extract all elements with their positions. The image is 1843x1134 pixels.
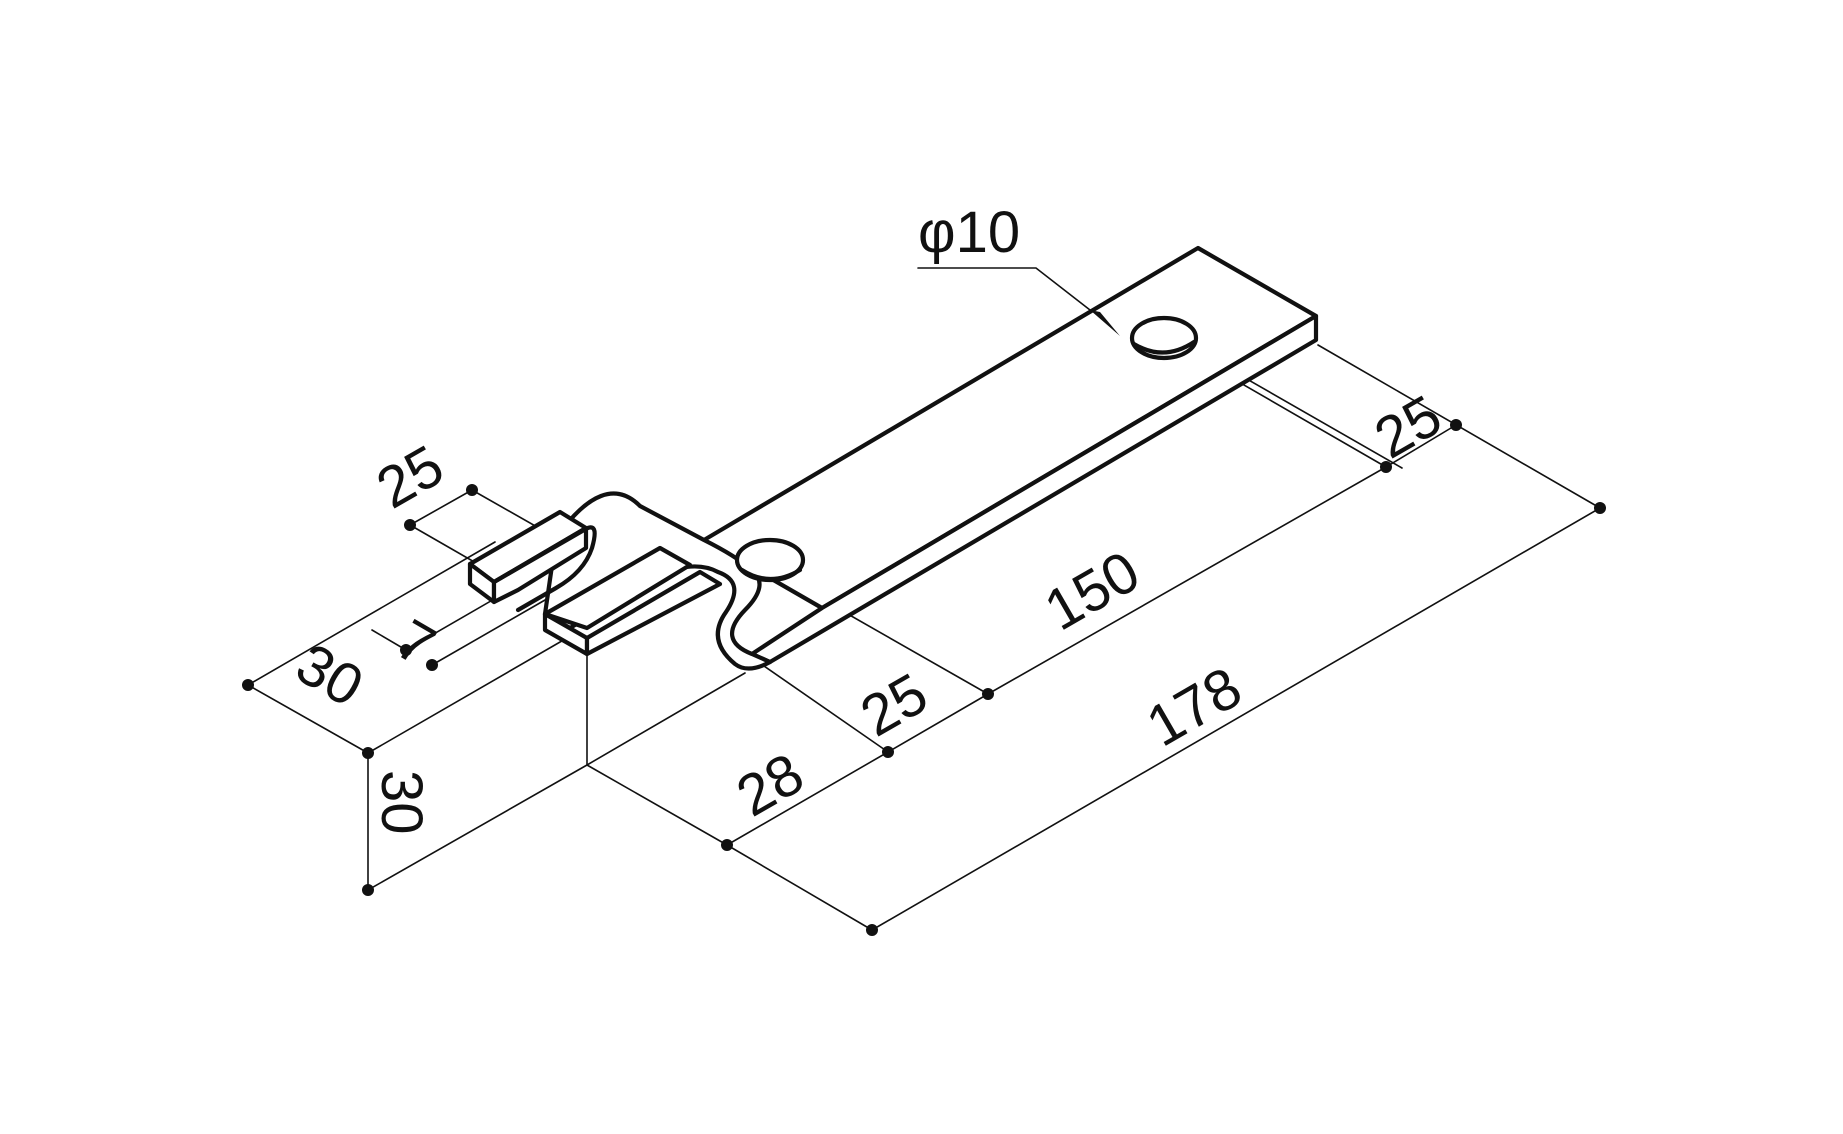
plate-front-face (749, 313, 1319, 665)
dimension-line-150 (987, 466, 1387, 695)
lower-flange-top (542, 545, 693, 631)
dim-dot (362, 747, 374, 759)
label-150: 150 (1034, 539, 1150, 644)
bracket-part (467, 245, 1319, 671)
label-height-30: 30 (369, 770, 434, 835)
label-28: 28 (726, 741, 814, 830)
dim-dot (882, 746, 894, 758)
dim-dot (982, 688, 994, 700)
extension-line-width-left (247, 541, 496, 686)
dim-dot (721, 839, 733, 851)
extension-line-overall-start (726, 844, 873, 931)
dim-dot (404, 519, 416, 531)
hole-callout-label: φ10 (918, 200, 1020, 265)
label-178: 178 (1136, 655, 1252, 760)
extension-line-near-hole (831, 604, 989, 695)
near-hole-inner-edge (739, 567, 803, 581)
dim-dot (1380, 461, 1392, 473)
dimension-line-178 (871, 507, 1601, 931)
extension-line-thickness-b (431, 599, 546, 666)
hole-callout-arrow (1090, 310, 1120, 336)
dim-dot (866, 924, 878, 936)
dimension-terminators (242, 419, 1606, 936)
label-near-hole-25: 25 (850, 661, 938, 750)
dimension-line-thickness-7 (371, 629, 407, 651)
label-width-30: 30 (286, 631, 374, 720)
dimension-line-width-30 (247, 684, 369, 754)
construction-line-bend-base (586, 672, 746, 766)
lower-flange-side (584, 569, 723, 657)
extension-line-width-right (367, 637, 568, 754)
dim-dot (242, 679, 254, 691)
dimension-line-far-25 (1385, 424, 1457, 468)
extension-line-bend (586, 764, 728, 846)
dim-dot (466, 484, 478, 496)
dim-dot (362, 884, 374, 896)
label-far-hole-25: 25 (1364, 383, 1452, 472)
s-bend-top (542, 491, 773, 671)
dim-dot (1450, 419, 1462, 431)
dim-dot (426, 659, 438, 671)
dimension-line-top-25 (409, 489, 473, 526)
dim-dot (1594, 502, 1606, 514)
dimension-lines (247, 267, 1601, 931)
construction-line-base (367, 764, 588, 891)
hole-callout-leader (917, 267, 1091, 311)
hook-curve (491, 525, 597, 613)
far-hole-inner-edge (1131, 339, 1197, 355)
dim-dot (400, 644, 412, 656)
dimension-line-28 (726, 751, 889, 846)
dimension-line-near-25 (887, 693, 989, 753)
